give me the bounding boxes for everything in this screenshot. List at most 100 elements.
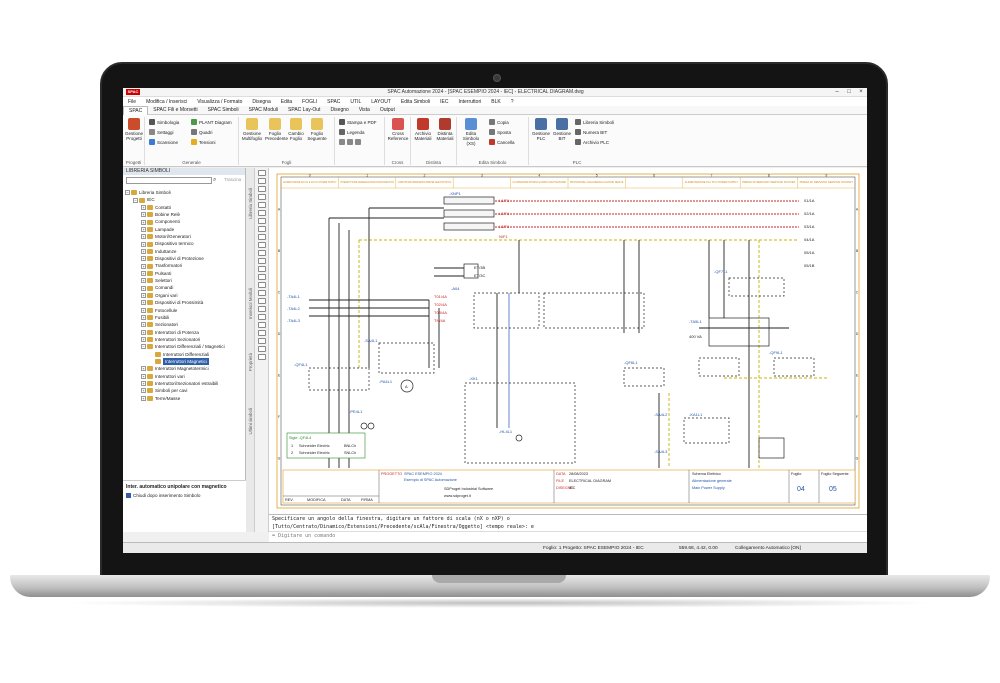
tab-simboli[interactable]: SPAC Simboli (207, 106, 239, 113)
draw-tool-icon[interactable] (257, 242, 266, 248)
tree-item[interactable]: −Libreria Simboli (125, 189, 245, 196)
menu-item[interactable]: IEC (440, 98, 449, 105)
tree-item[interactable]: +Trasformatori (125, 262, 245, 269)
numera-bit-button[interactable]: Numera BIT (575, 129, 607, 135)
draw-tool-icon[interactable] (257, 210, 266, 216)
expand-icon[interactable]: + (141, 307, 146, 313)
expand-icon[interactable]: + (141, 204, 146, 210)
collapse-icon[interactable]: − (141, 344, 146, 350)
expand-icon[interactable]: + (141, 373, 146, 379)
tree-item[interactable]: +Bobine Relè (125, 211, 245, 218)
expand-icon[interactable]: + (141, 322, 146, 328)
tree-item[interactable]: +Interruttori Magnetici (125, 357, 245, 366)
side-tab-moduli[interactable]: Inserisci Moduli (248, 288, 253, 320)
tree-item[interactable]: +Pulsanti (125, 270, 245, 277)
tree-item[interactable]: +Interruttori Sezionatori (125, 336, 245, 343)
tree-item[interactable]: +Fotocellule (125, 307, 245, 314)
menu-item[interactable]: ? (510, 98, 514, 105)
tree-item[interactable]: +Motori/Generatori (125, 233, 245, 240)
draw-tool-icon[interactable] (257, 290, 266, 296)
expand-icon[interactable]: + (141, 212, 146, 218)
menu-item[interactable]: Interruttori (458, 98, 482, 105)
expand-icon[interactable]: + (141, 263, 146, 269)
tree-item[interactable]: +Interruttori/Sezionatori estraibili (125, 380, 245, 387)
tree-item[interactable]: +Dispositivi di Protezione (125, 255, 245, 262)
tree-item[interactable]: +Dispositivi di Prossimità (125, 299, 245, 306)
menu-item[interactable]: UTIL (350, 98, 362, 105)
distinta-materiali-button[interactable]: Distinta Materiali (434, 118, 456, 141)
draw-tool-icon[interactable] (257, 250, 266, 256)
draw-tool-icon[interactable] (257, 322, 266, 328)
draw-tool-icon[interactable] (257, 194, 266, 200)
edita-simbolo-button[interactable]: Edita Simbolo (XS) (459, 118, 483, 146)
expand-icon[interactable]: + (141, 219, 146, 225)
gestione-multifoglio-button[interactable]: Gestione Multifoglio (241, 118, 263, 141)
tree-item[interactable]: +Interruttori Magnetotermici (125, 365, 245, 372)
tree-item[interactable]: +Selettori (125, 277, 245, 284)
tab-spac[interactable]: SPAC (123, 105, 149, 115)
foglio-seguente-button[interactable]: Foglio Seguente (307, 118, 327, 141)
minimize-icon[interactable]: – (835, 89, 839, 95)
tab-layout[interactable]: SPAC Lay-Out (288, 106, 321, 113)
tree-item[interactable]: +Interruttori Differenziali (125, 351, 245, 358)
side-tab-proprieta[interactable]: Proprietà (248, 353, 253, 372)
expand-icon[interactable]: + (141, 315, 146, 321)
tab-disegno[interactable]: Disegno (330, 106, 349, 113)
command-input[interactable]: ⌨ Digitare un comando (269, 531, 867, 539)
tree-item[interactable]: +Contatti (125, 204, 245, 211)
menu-item[interactable]: FOGLI (302, 98, 318, 105)
sposta-button[interactable]: Sposta (489, 129, 511, 135)
status-auto-connect[interactable]: Collegamento Automatico [ON] (735, 546, 801, 551)
draw-tool-icon[interactable] (257, 170, 266, 176)
tree-item[interactable]: +Comandi (125, 284, 245, 291)
expand-icon[interactable]: + (141, 241, 146, 247)
archivio-materiali-button[interactable]: Archivio Materiali (412, 118, 434, 141)
expand-icon[interactable]: + (141, 300, 146, 306)
draw-tool-icon[interactable] (257, 266, 266, 272)
maximize-icon[interactable]: □ (847, 89, 851, 95)
tree-item[interactable]: +Componenti (125, 218, 245, 225)
expand-icon[interactable]: + (141, 292, 146, 298)
search-icon[interactable]: ⌕ (213, 177, 217, 183)
tree-item[interactable]: +Sezionatori (125, 321, 245, 328)
draw-tool-icon[interactable] (257, 298, 266, 304)
draw-tool-icon[interactable] (257, 338, 266, 344)
expand-icon[interactable]: + (141, 256, 146, 262)
copia-button[interactable]: Copia (489, 119, 509, 125)
library-search-input[interactable] (126, 177, 212, 184)
menu-item[interactable]: Visualizza / Formato (197, 98, 243, 105)
tree-item[interactable]: +Simboli per cavi (125, 387, 245, 394)
tab-fili-morsetti[interactable]: SPAC Fili e Morsetti (153, 106, 198, 113)
tree-item[interactable]: +Interruttori di Potenza (125, 329, 245, 336)
tree-item[interactable]: +Terre/Masse (125, 395, 245, 402)
expand-icon[interactable]: + (141, 285, 146, 291)
close-icon[interactable]: × (859, 89, 863, 95)
menu-item[interactable]: Modifica / Inserisci (146, 98, 188, 105)
draw-tool-icon[interactable] (257, 234, 266, 240)
expand-icon[interactable]: + (141, 381, 146, 387)
tab-output[interactable]: Output (379, 106, 395, 113)
plant-diagram-button[interactable]: PLANT Diagram (191, 119, 232, 125)
draw-tool-icon[interactable] (257, 226, 266, 232)
foglio-precedente-button[interactable]: Foglio Precedente (265, 118, 288, 141)
libreria-simboli-button[interactable]: Libreria Simboli (575, 119, 614, 125)
legenda-button[interactable]: Legenda (339, 129, 365, 135)
draw-tool-icon[interactable] (257, 258, 266, 264)
expand-icon[interactable]: + (141, 329, 146, 335)
draw-tool-icon[interactable] (257, 306, 266, 312)
cross-reference-button[interactable]: Cross Reference (387, 118, 409, 141)
draw-tool-icon[interactable] (257, 314, 266, 320)
cancella-button[interactable]: Cancella (489, 139, 515, 145)
side-tab-ultimi[interactable]: Ultimi simboli (248, 408, 253, 435)
draw-tool-icon[interactable] (257, 330, 266, 336)
collapse-icon[interactable]: − (133, 197, 138, 203)
expand-icon[interactable]: + (141, 366, 146, 372)
menu-item[interactable]: LAYOUT (371, 98, 391, 105)
tools-row[interactable] (339, 139, 363, 145)
scansione-button[interactable]: Scansione (149, 139, 178, 145)
expand-icon[interactable]: + (141, 248, 146, 254)
tree-item[interactable]: +Dispositivo termico (125, 240, 245, 247)
tree-item[interactable]: +Lampade (125, 226, 245, 233)
